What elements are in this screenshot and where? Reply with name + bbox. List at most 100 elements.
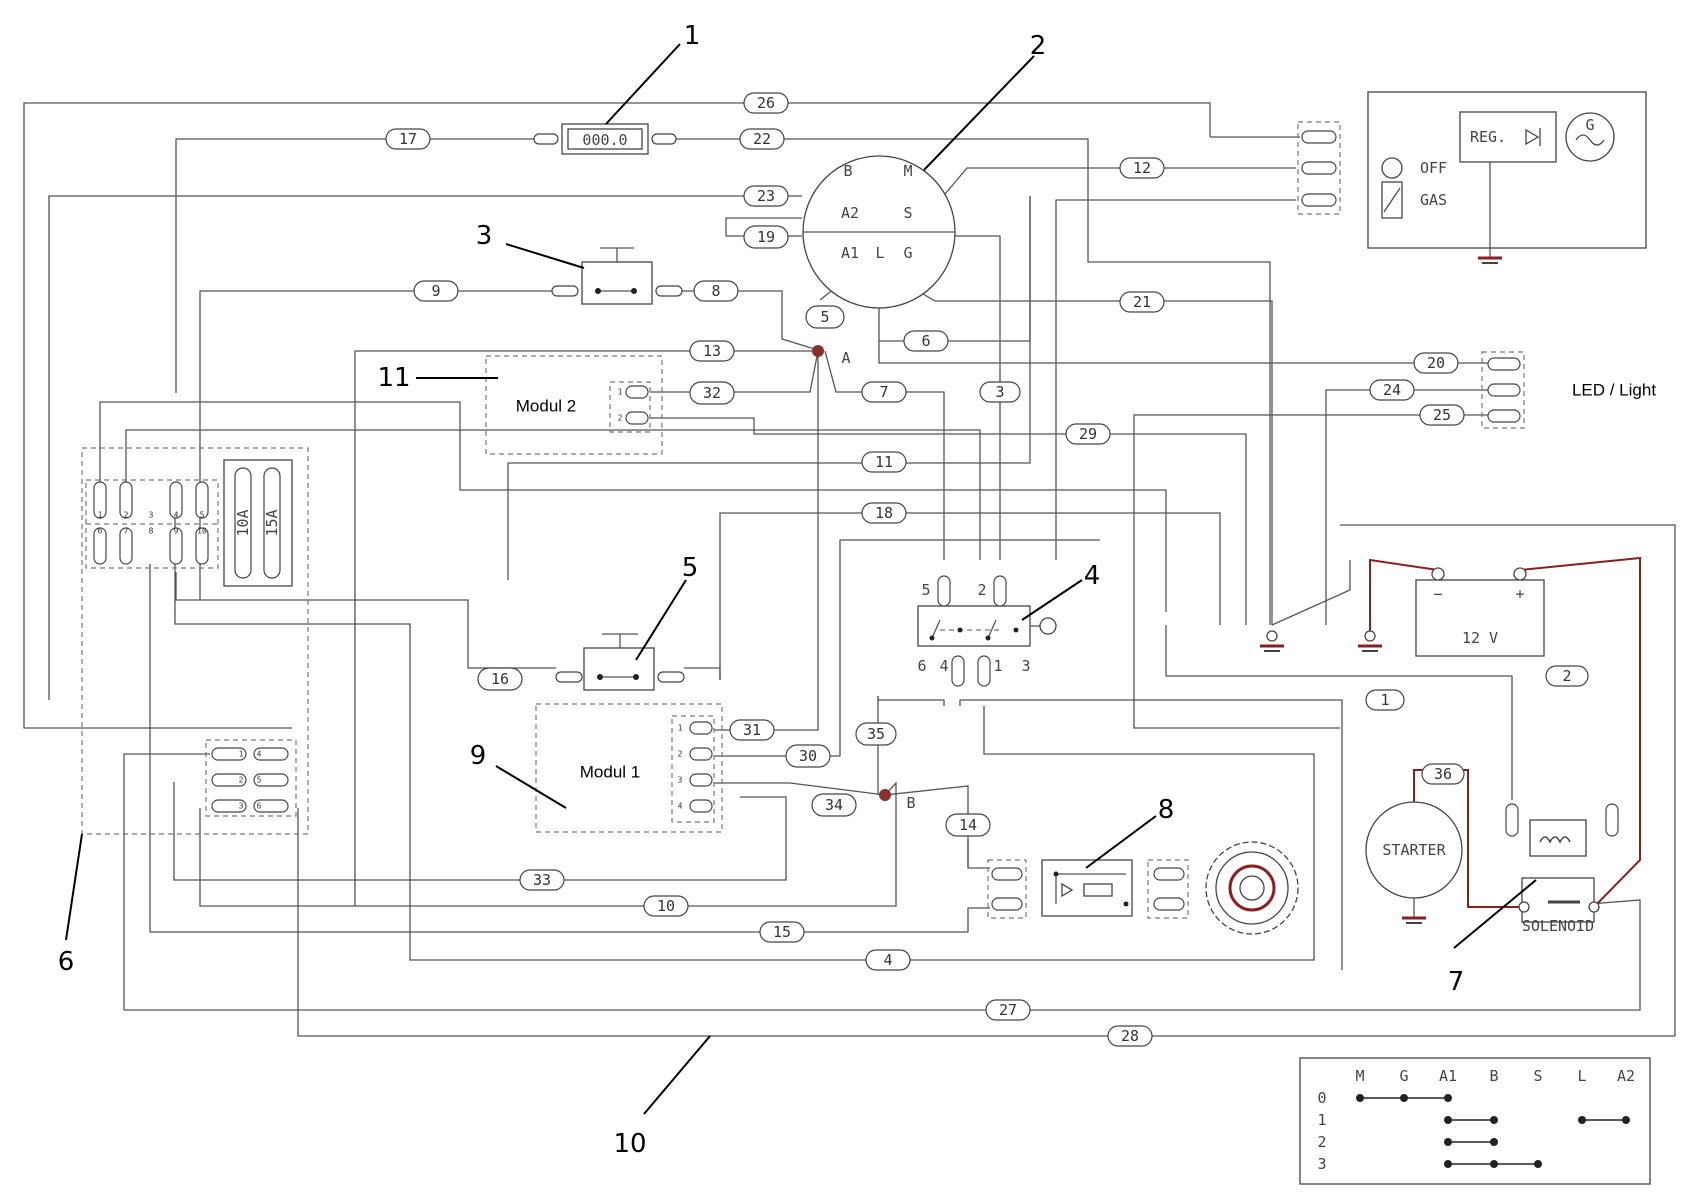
wire-tag-3: 3 [979,381,1021,403]
wire-tag-26: 26 [743,92,789,114]
starter-label: STARTER [1382,841,1446,859]
connector-6-pin-3: 3 [239,802,244,811]
switch-5 [555,633,685,691]
junction-a-label: A [841,349,850,367]
callout-numbers: 1 2 3 4 5 6 7 8 9 10 11 [58,21,1465,1159]
fuse-slot-2: 2 [124,511,129,520]
wire-tag-27: 27 [985,999,1031,1021]
relay-pin-2: 2 [977,581,986,599]
wire-tag-11: 11 [861,451,907,473]
wire-tag-29: 29 [1065,423,1111,445]
modul-1-pin-1: 1 [678,724,683,733]
wire-tag-18: 18 [861,502,907,524]
table-row-0: 0 [1317,1089,1326,1107]
solenoid: SOLENOID [1505,803,1619,935]
svg-text:21: 21 [1133,293,1151,311]
table-row-2: 2 [1317,1133,1326,1151]
callout-5: 5 [682,553,699,583]
svg-text:30: 30 [799,747,817,765]
wire-tag-9: 9 [413,280,459,302]
callout-8: 8 [1158,795,1175,825]
connector-6-pin-6: 6 [257,802,262,811]
connector-6-pin-2: 2 [239,776,244,785]
wire-tag-24: 24 [1369,379,1415,401]
modul-1-pin-4: 4 [678,802,683,811]
relay-pin-6: 6 [917,657,926,675]
wire-tag-22: 22 [739,128,785,150]
wire-tag-31: 31 [729,719,775,741]
connector-6: 1 4 2 5 3 6 [205,739,297,817]
meter-gauge: 000.0 [533,123,677,155]
fuse-pins-top [93,481,209,565]
terminal-a1: A1 [841,244,859,262]
wire-tag-13: 13 [689,340,735,362]
junction-b: B [879,789,916,812]
svg-text:36: 36 [1434,765,1452,783]
fuse-slot-1: 1 [98,511,103,520]
fuse-10a: 10A [234,509,252,536]
svg-text:9: 9 [431,282,440,300]
junction-a: A [812,345,851,367]
wire-tag-23: 23 [743,185,789,207]
svg-text:8: 8 [711,282,720,300]
modul-2-pin-1: 1 [618,388,623,397]
modul-1-pin-2: 2 [678,750,683,759]
svg-text:12: 12 [1133,159,1151,177]
relay-4: 5 2 6 4 1 3 [917,575,1057,687]
svg-text:27: 27 [999,1001,1017,1019]
fuse-slot-9: 9 [174,527,179,536]
table-col-g: G [1399,1067,1408,1085]
svg-text:23: 23 [757,187,775,205]
svg-text:34: 34 [825,796,843,814]
relay-pin-4: 4 [939,657,948,675]
wire-tag-6: 6 [903,330,949,352]
wire-tag-2: 2 [1545,665,1589,687]
modul-2: Modul 2 1 2 [485,355,663,455]
fuse-slot-8: 8 [149,527,154,536]
svg-text:26: 26 [757,94,775,112]
svg-text:24: 24 [1383,381,1401,399]
terminal-a2: A2 [841,204,859,222]
ignition-switch: B M A2 S A1 L G [802,155,956,309]
svg-text:28: 28 [1121,1027,1139,1045]
fuse-slot-6: 6 [98,527,103,536]
switch-table: M G A1 B S L A2 0 1 2 3 [1299,1057,1651,1185]
svg-text:6: 6 [921,332,930,350]
wire-tag-30: 30 [785,744,831,768]
callout-4: 4 [1084,561,1101,591]
svg-text:5: 5 [820,308,829,326]
wire-tag-19: 19 [743,225,789,249]
terminal-b: B [843,162,852,180]
svg-text:25: 25 [1433,406,1451,424]
pickup-sensor [987,841,1299,935]
svg-text:18: 18 [875,504,893,522]
regulator-label: REG. [1470,128,1506,146]
callout-2: 2 [1030,31,1047,61]
table-row-1: 1 [1317,1111,1326,1129]
callout-9: 9 [470,741,487,771]
wire-tag-15: 15 [759,921,805,943]
battery-minus: − [1433,585,1442,603]
wire-tag-25: 25 [1419,404,1465,426]
modul-2-pin-2: 2 [618,414,623,423]
wires [23,102,1676,1037]
fuse-slot-7: 7 [124,527,129,536]
battery-voltage: 12 V [1462,629,1498,647]
gas-label: GAS [1420,191,1447,209]
svg-text:17: 17 [399,130,417,148]
wire-tag-33: 33 [519,869,565,891]
wire-tags: 1 2 3 4 5 6 7 8 9 10 11 12 13 14 15 16 1… [385,92,1589,1047]
solenoid-label: SOLENOID [1522,917,1594,935]
fuse-slot-10: 10 [197,527,207,536]
battery-plus: + [1515,585,1524,603]
wire-tag-10: 10 [643,895,689,917]
connector-6-pin-1: 1 [239,750,244,759]
svg-text:2: 2 [1562,667,1571,685]
table-col-m: M [1355,1067,1364,1085]
svg-text:31: 31 [743,721,761,739]
callout-leaders [65,43,1537,1115]
meter-display: 000.0 [582,131,627,149]
terminal-m: M [903,162,912,180]
battery: − + 12 V [1415,567,1545,657]
wire-tag-16: 16 [477,667,523,691]
